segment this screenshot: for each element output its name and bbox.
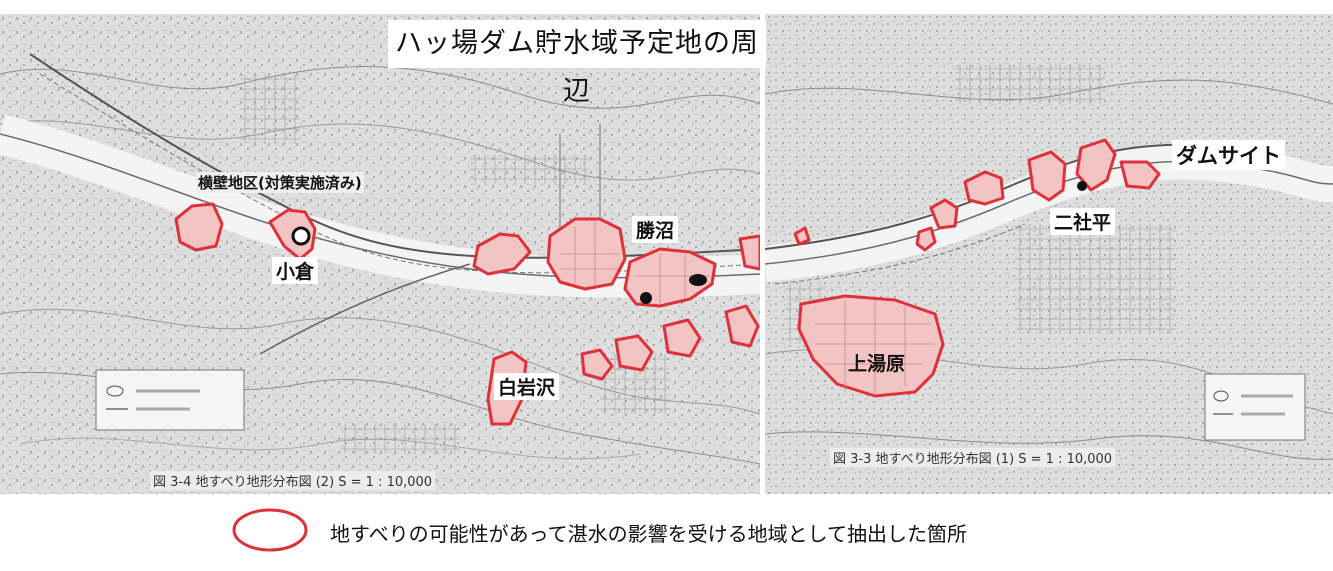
map-legend: 地すべりの可能性があって湛水の影響を受ける地域として抽出した箇所 (0, 494, 1333, 571)
landslide-zone (797, 294, 945, 398)
place-label-shiraiwasawa: 白岩沢 (494, 373, 560, 400)
place-label-ogura: 小倉 (272, 257, 319, 284)
landslide-zone (662, 318, 702, 358)
measure-done-marker (291, 226, 311, 246)
map-left-graphic (0, 14, 760, 494)
legend-text: 地すべりの可能性があって湛水の影響を受ける地域として抽出した箇所 (330, 522, 967, 546)
landslide-zone (963, 170, 1005, 206)
point-marker (689, 274, 707, 286)
place-label-nishahei: 二社平 (1050, 208, 1116, 235)
legend-symbol-icon (232, 508, 308, 552)
landslide-zone (472, 232, 532, 276)
place-label-kamiyuhara: 上湯原 (848, 353, 906, 375)
figure-caption-left: 図 3-4 地すべり地形分布図 (2) S = 1 : 10,000 (150, 471, 436, 490)
landslide-zone (793, 226, 811, 246)
landslide-zone (580, 348, 614, 381)
landslide-zone (623, 247, 717, 308)
landslide-zone (1119, 160, 1161, 190)
landslide-zones-right (793, 138, 1161, 398)
place-label-katsunuma: 勝沼 (632, 216, 679, 243)
landslide-zone (915, 226, 937, 252)
map-right-graphic (765, 14, 1333, 494)
map-panel-left (0, 14, 760, 494)
point-marker (640, 292, 652, 304)
point-marker (1077, 181, 1087, 191)
landslide-zone (738, 234, 760, 271)
figure-caption-right: 図 3-3 地すべり地形分布図 (1) S = 1 : 10,000 (830, 448, 1116, 467)
landslide-zone (614, 334, 654, 372)
landslide-zone (1027, 150, 1067, 202)
landslide-zone (929, 198, 959, 230)
map-title: ハッ場ダム貯水域予定地の周辺 (388, 20, 766, 107)
map-panel-right (765, 14, 1333, 494)
landslide-zone (724, 304, 760, 348)
map-sheet-legend-left (95, 369, 245, 431)
landslide-zone (1075, 138, 1117, 192)
landslide-zone (174, 202, 224, 252)
place-label-yokokabe: 横壁地区(対策実施済み) (196, 172, 364, 193)
map-sheet-legend-right (1204, 373, 1306, 441)
place-label-damsite: ダムサイト (1172, 140, 1285, 170)
